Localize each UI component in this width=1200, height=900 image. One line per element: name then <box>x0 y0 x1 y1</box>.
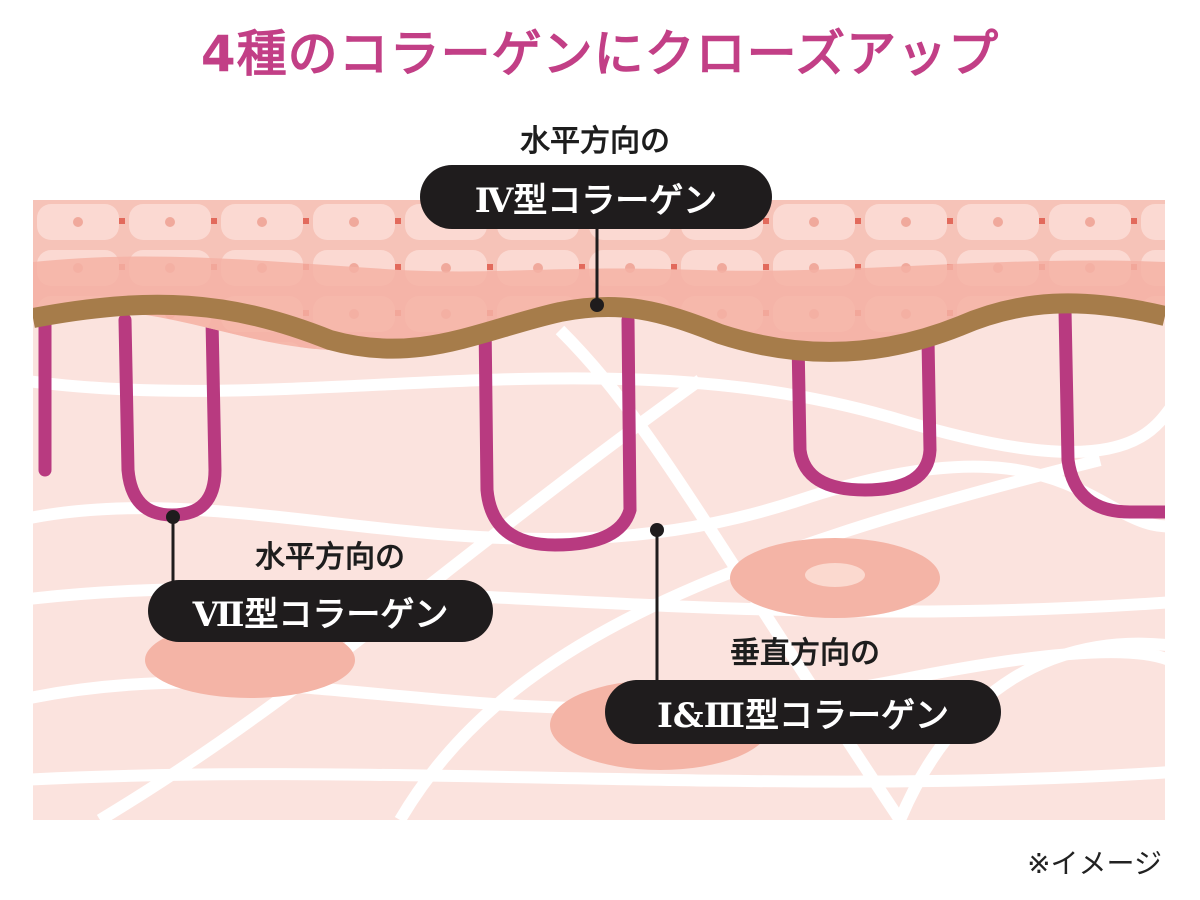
type7-caption: 水平方向の <box>255 540 405 575</box>
leader-lines <box>171 220 659 690</box>
basement-membrane <box>33 293 1165 362</box>
pointer-dot <box>650 523 664 537</box>
type7-label: Ⅶ型コラーゲン <box>148 580 493 642</box>
pointer-dot <box>166 510 180 524</box>
type1-3-caption: 垂直方向の <box>730 636 880 671</box>
pointer-dot <box>590 298 604 312</box>
page-title: 4種のコラーゲンにクローズアップ <box>200 25 1000 83</box>
type4-caption: 水平方向の <box>520 124 670 159</box>
type1-3-label: Ⅰ&Ⅲ型コラーゲン <box>605 680 1001 744</box>
image-note: ※イメージ <box>1027 847 1162 880</box>
type4-label: Ⅳ型コラーゲン <box>420 165 772 229</box>
